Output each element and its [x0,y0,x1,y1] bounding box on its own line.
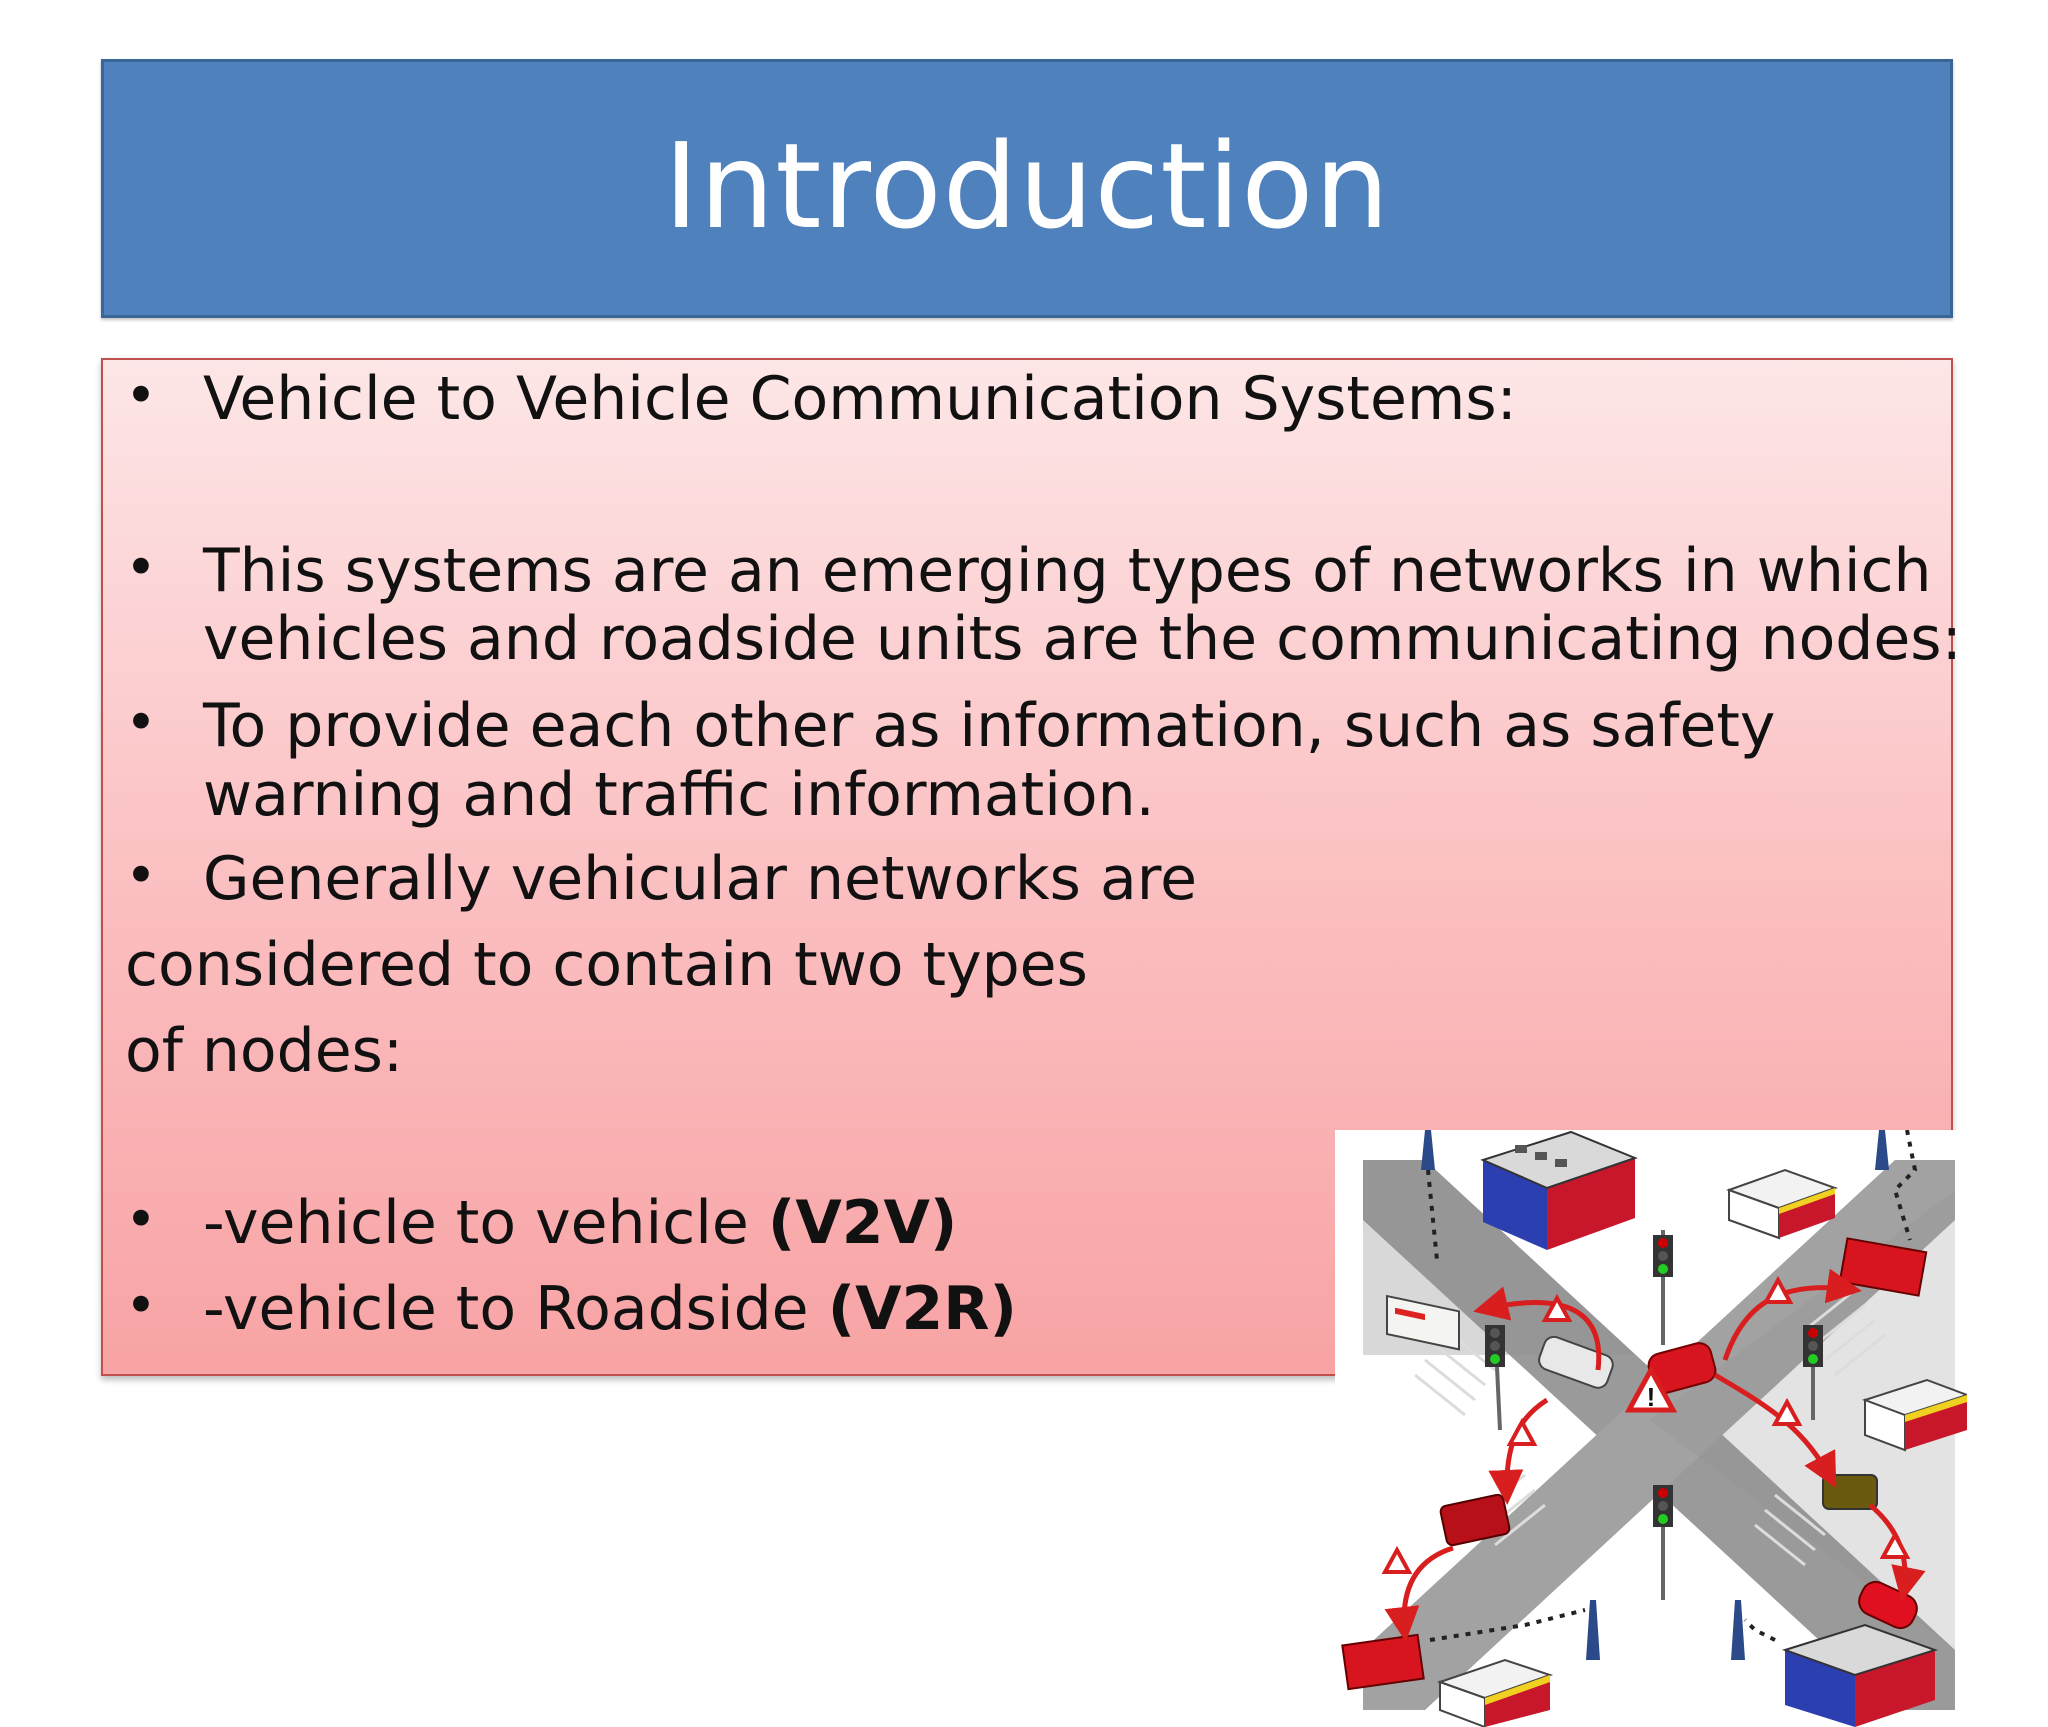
v2v-abbrev: (V2V) [767,1188,958,1258]
content-panel: • Vehicle to Vehicle Communication Syste… [101,358,1967,1727]
svg-text:!: ! [1647,1382,1656,1412]
car-icon [1538,1335,1614,1389]
bullet-text: Generally vehicular networks are [203,844,1198,914]
v2v-label: -vehicle to vehicle [203,1188,749,1258]
ambulance-icon [1386,1294,1460,1351]
bullet-marker: • [125,536,157,599]
bullet-text: -vehicle to Roadside (V2R) [203,1274,1017,1344]
car-icon [1822,1474,1878,1510]
bullet-marker: • [125,1274,157,1337]
building-icon [1861,1378,1967,1452]
paragraph-text: of nodes: [125,1016,404,1086]
building-icon [1480,1130,1638,1250]
v2r-label: -vehicle to Roadside [203,1274,809,1344]
fire-truck-icon [1341,1633,1425,1691]
bullet-marker: • [125,691,157,754]
title-banner: Introduction [101,59,1953,318]
bullet-text: Vehicle to Vehicle Communication Systems… [203,364,1517,434]
building-icon [1726,1168,1838,1240]
bullet-text: -vehicle to vehicle (V2V) [203,1188,957,1258]
traffic-light-icon [1485,1230,1823,1600]
v2r-abbrev: (V2R) [827,1274,1017,1344]
slide-title: Introduction [663,116,1391,255]
v2v-intersection-illustration: ! [1335,1130,1967,1727]
bullet-text: To provide each other as information, su… [203,691,1776,761]
bullet-text: vehicles and roadside units are the comm… [203,604,1962,674]
bullet-marker: • [125,364,157,427]
paragraph-text: considered to contain two types [125,930,1088,1000]
bullet-marker: • [125,844,157,907]
bullet-marker: • [125,1188,157,1251]
bullet-text: warning and traffic information. [203,760,1155,830]
bullet-text: This systems are an emerging types of ne… [203,536,1932,606]
